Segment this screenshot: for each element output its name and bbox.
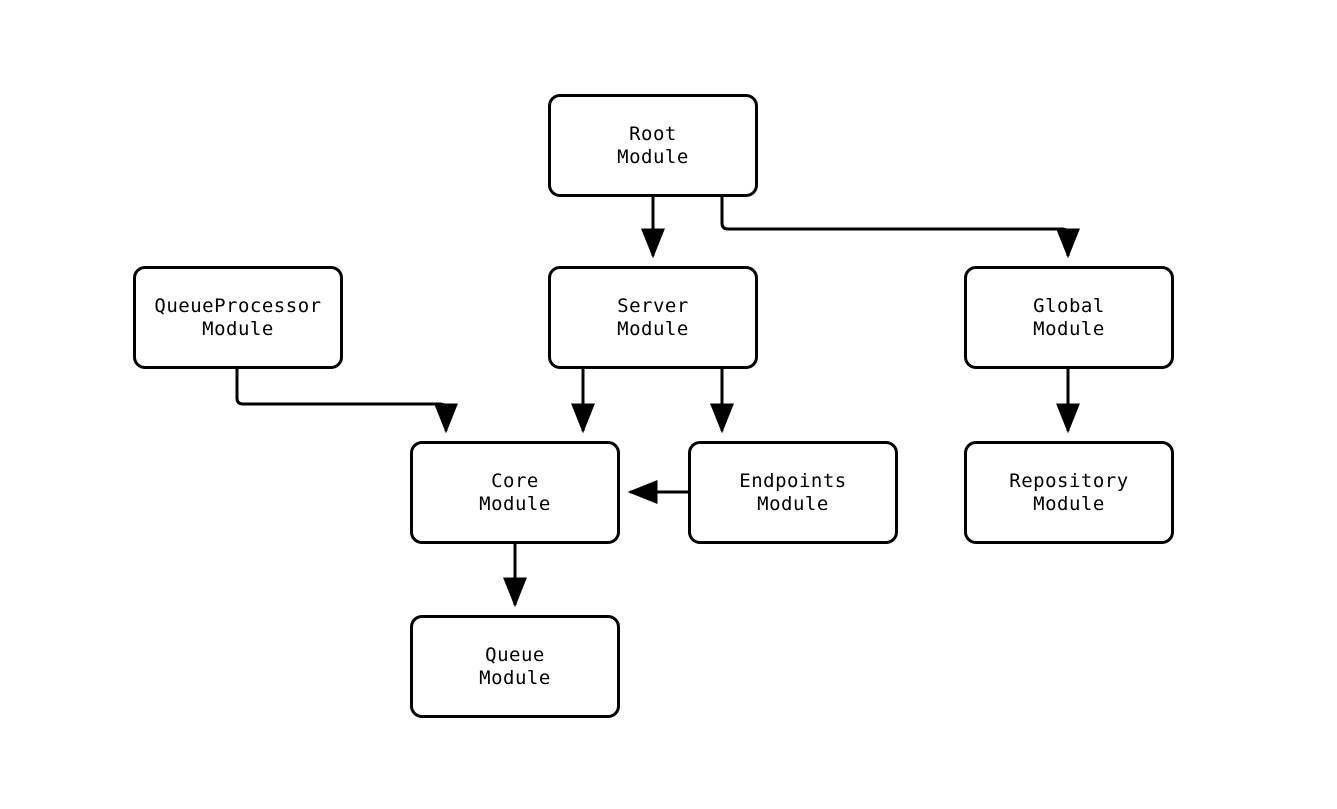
- node-title: Endpoints: [739, 469, 847, 492]
- node-title: Repository: [1009, 469, 1129, 492]
- node-subtitle: Module: [617, 145, 689, 168]
- node-subtitle: Module: [479, 492, 551, 515]
- node-queue-module[interactable]: Queue Module: [410, 615, 620, 718]
- node-subtitle: Module: [617, 317, 689, 340]
- node-title: Core: [491, 469, 539, 492]
- node-title: Queue: [485, 643, 545, 666]
- edge-queueprocessor-to-core: [235, 369, 458, 434]
- node-subtitle: Module: [479, 666, 551, 689]
- node-endpoints-module[interactable]: Endpoints Module: [688, 441, 898, 544]
- node-queueprocessor-module[interactable]: QueueProcessor Module: [133, 266, 343, 369]
- node-title: Server: [617, 294, 689, 317]
- node-title: Root: [629, 122, 677, 145]
- node-core-module[interactable]: Core Module: [410, 441, 620, 544]
- node-subtitle: Module: [202, 317, 274, 340]
- node-server-module[interactable]: Server Module: [548, 266, 758, 369]
- node-subtitle: Module: [757, 492, 829, 515]
- node-repository-module[interactable]: Repository Module: [964, 441, 1174, 544]
- node-root-module[interactable]: Root Module: [548, 94, 758, 197]
- edge-root-to-global: [720, 197, 1080, 259]
- node-global-module[interactable]: Global Module: [964, 266, 1174, 369]
- node-title: Global: [1033, 294, 1105, 317]
- node-subtitle: Module: [1033, 492, 1105, 515]
- node-title: QueueProcessor: [154, 294, 322, 317]
- node-subtitle: Module: [1033, 317, 1105, 340]
